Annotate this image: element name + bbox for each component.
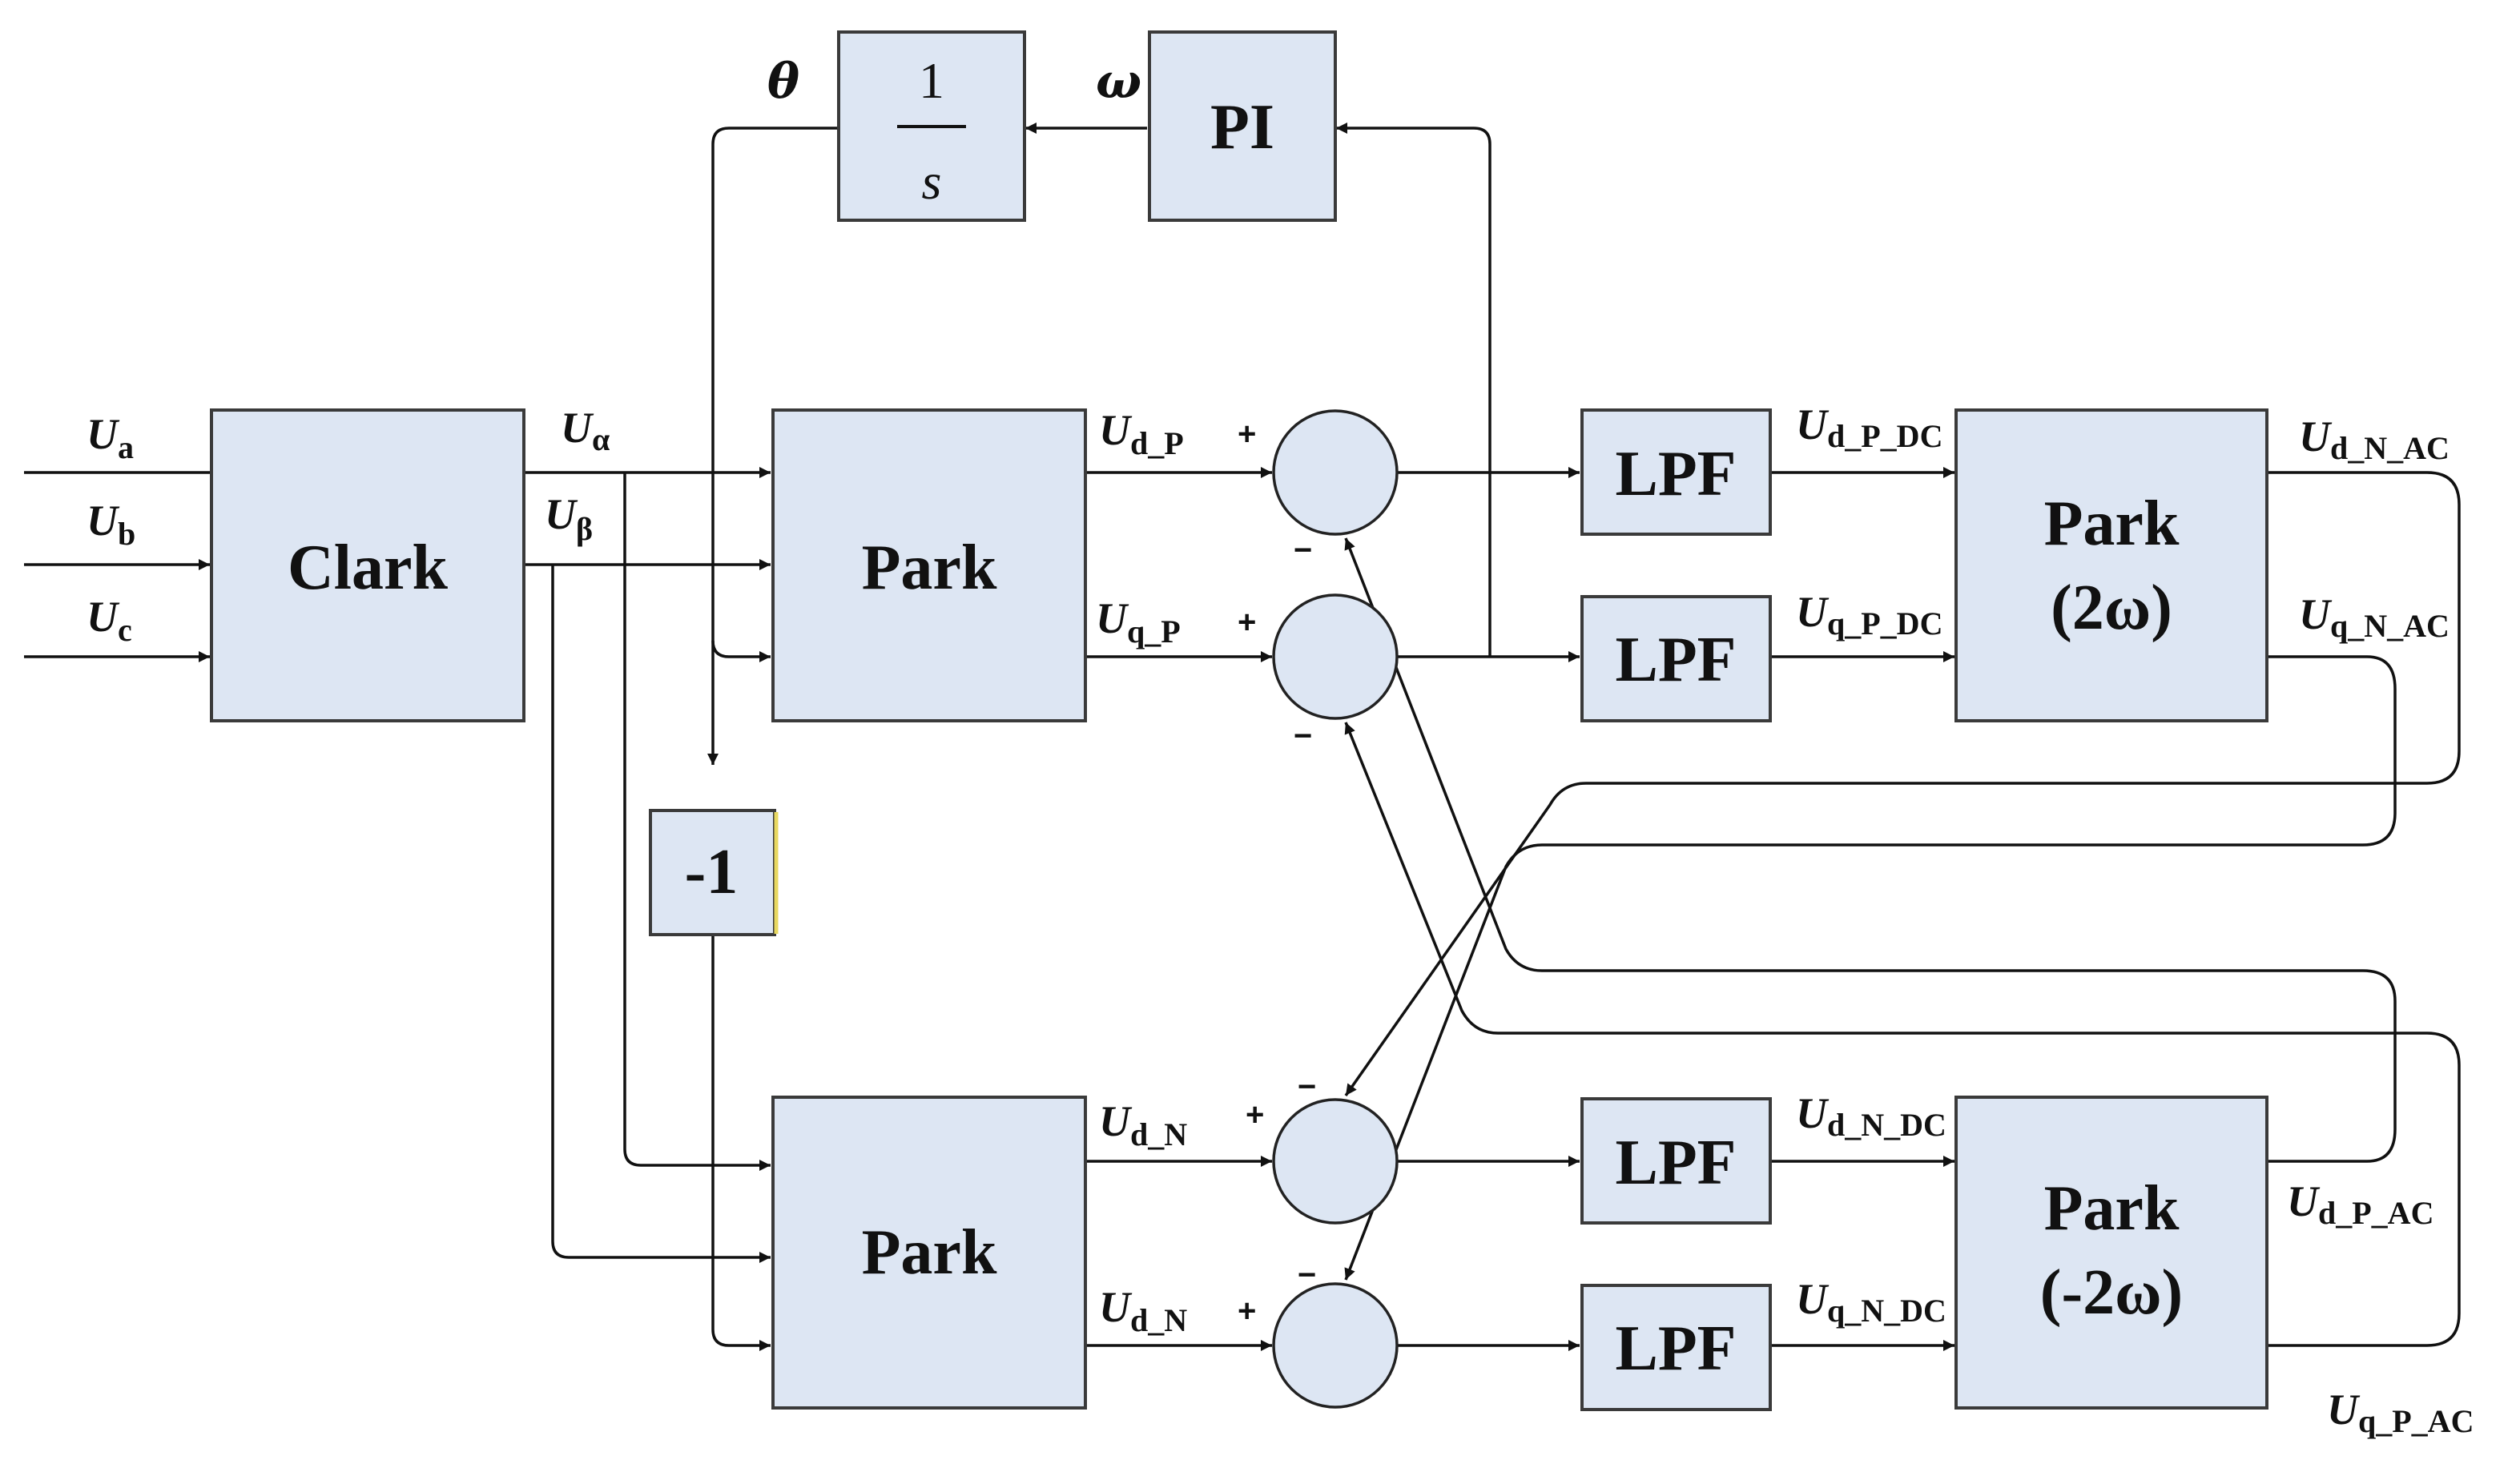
summing-junctions [1272, 409, 1399, 1409]
lpf1-label: LPF [1615, 439, 1736, 509]
signal-udp: Ud_P [1099, 406, 1184, 461]
signal-udnac: Ud_N_AC [2299, 412, 2450, 466]
pi-block [1148, 30, 1337, 222]
wire-ubeta-park-bottom [551, 565, 771, 1263]
signal-udn: Ud_N [1099, 1097, 1187, 1152]
sum-junction-3 [1272, 1098, 1399, 1225]
signal-uqpdc: Uq_P_DC [1796, 588, 1942, 642]
pi-label: PI [1210, 92, 1274, 163]
signal-ua: Ua [87, 410, 134, 465]
lpf4-label: LPF [1615, 1313, 1736, 1384]
sum1-plus: + [1238, 416, 1256, 452]
park-2w-label-line1: Park [2044, 489, 2180, 559]
signal-uqp: Uq_P [1096, 594, 1181, 650]
neg-block [649, 809, 776, 936]
sum-junction-1 [1272, 409, 1399, 536]
lpf2-label: LPF [1615, 625, 1736, 695]
park-bottom-label: Park [862, 1217, 997, 1288]
lpf3-label: LPF [1615, 1128, 1736, 1198]
wire-udnac-sum3 [1344, 471, 2461, 1097]
wire-feedback-pi [1336, 123, 1491, 657]
signal-uqpac: Uq_P_AC [2327, 1386, 2474, 1439]
sum-junction-4 [1272, 1282, 1399, 1409]
wire-uqnac-sum4 [1344, 655, 2397, 1281]
sum2-plus: + [1238, 605, 1256, 640]
wire-uqpac-sum2 [1344, 722, 2461, 1347]
signal-ualpha: Uα [561, 404, 610, 457]
signal-ubeta: Uβ [545, 490, 593, 547]
signal-uqnac: Uq_N_AC [2299, 590, 2450, 644]
sum3-plus: + [1246, 1097, 1264, 1132]
integrator-numerator: 1 [919, 52, 944, 109]
park-top-block [771, 408, 1087, 722]
signal-uc: Uc [87, 593, 132, 648]
park-2w-label-line2: (2ω) [2051, 573, 2172, 643]
park-top-label: Park [862, 533, 997, 603]
lpf2-block [1580, 595, 1772, 722]
sum1-minus: − [1294, 533, 1312, 568]
wire-ualpha-park-bottom [623, 473, 771, 1171]
wire-udpac-sum1 [1344, 537, 2397, 1163]
park-bottom-block [771, 1096, 1087, 1410]
signal-omega: ω [1096, 54, 1141, 110]
signs: + − + − + − + − [1238, 416, 1316, 1329]
signal-udndc: Ud_N_DC [1796, 1089, 1946, 1143]
neg-label: -1 [685, 837, 739, 907]
sum2-minus: − [1294, 718, 1312, 754]
clark-block [210, 408, 525, 722]
clark-label: Clark [288, 533, 449, 603]
lpf4-block [1580, 1284, 1772, 1411]
signal-uqndc: Uq_N_DC [1796, 1275, 1946, 1329]
signal-udn-2: Ud_N [1099, 1283, 1187, 1338]
wire-neg-park-bottom [711, 935, 771, 1351]
lpf3-block [1580, 1097, 1772, 1225]
sum4-plus: + [1238, 1293, 1256, 1329]
wire-theta-park-top [711, 640, 771, 662]
signal-theta: θ [767, 54, 799, 110]
signal-labels: Ua Ub Uc Uα Uβ θ ω Ud_P Uq_P Ud_N Ud_N U… [87, 54, 2474, 1439]
sum-junction-2 [1272, 593, 1399, 720]
signal-ub: Ub [87, 497, 135, 552]
park-m2w-block [1954, 1096, 2268, 1410]
wire-theta-to-neg [707, 127, 837, 765]
lpf1-block [1580, 408, 1772, 536]
sum3-minus: − [1298, 1069, 1316, 1104]
integrator-denominator: s [922, 153, 942, 210]
sum4-minus: − [1298, 1257, 1316, 1293]
park-m2w-label-line1: Park [2044, 1173, 2180, 1244]
signal-udpdc: Ud_P_DC [1796, 400, 1942, 454]
park-2w-block [1954, 408, 2268, 722]
park-m2w-label-line2: (-2ω) [2040, 1257, 2183, 1328]
blocks: Clark Park Park PI 1 s -1 LPF LPF LPF LP… [210, 30, 2268, 1411]
wires [24, 123, 2461, 1351]
signal-udpac: Ud_P_AC [2287, 1177, 2433, 1231]
